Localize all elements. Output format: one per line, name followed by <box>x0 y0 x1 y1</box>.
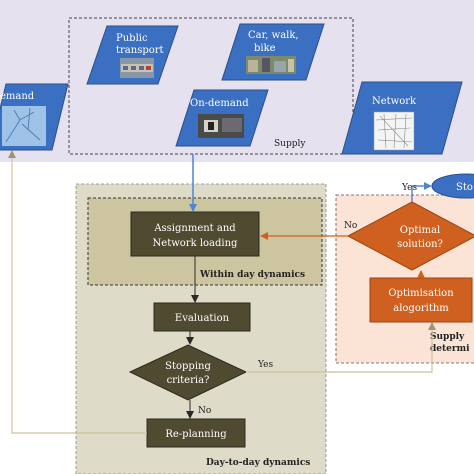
car-walk-bike-shape: Car, walk, bike <box>221 23 325 81</box>
evaluation-label: Evaluation <box>175 313 230 324</box>
public-transport-label-line2: transport <box>116 45 164 56</box>
car-walk-bike-label-line1: Car, walk, <box>248 30 299 41</box>
optimal-no-label: No <box>344 221 357 231</box>
optimal-yes-to-stop-arrow <box>411 182 432 202</box>
on-demand-photo-icon <box>198 114 244 138</box>
bus-photo-icon <box>120 58 154 78</box>
car-walk-bike-label-line2: bike <box>254 43 276 54</box>
replanning-label: Re-planning <box>165 429 227 440</box>
day-to-day-label: Day-to-day dynamics <box>206 458 310 468</box>
stopping-label-line2: criteria? <box>167 375 210 386</box>
stop-oval: Sto <box>431 173 474 199</box>
demand-label: emand <box>0 91 35 102</box>
optimal-label-line2: solution? <box>397 239 443 250</box>
stopping-label-line1: Stopping <box>165 361 211 372</box>
replanning-box: Re-planning <box>146 418 246 448</box>
assignment-box: Assignment and Network loading <box>130 211 260 257</box>
stopping-yes-label: Yes <box>257 360 273 370</box>
demand-shape: emand <box>0 83 69 151</box>
supply-dashed-box <box>68 17 354 155</box>
assignment-label-line1: Assignment and <box>153 223 236 234</box>
optimal-label-line1: Optimal <box>400 225 440 236</box>
stop-label: Sto <box>456 182 473 193</box>
on-demand-label: On-demand <box>190 98 249 109</box>
optimal-solution-diamond: Optimal solution? <box>346 201 474 271</box>
optimal-yes-label: Yes <box>401 183 417 193</box>
optimisation-box: Optimisation alogorithm <box>369 277 473 323</box>
replanning-to-demand-arrow <box>8 150 147 434</box>
network-shape: Network <box>341 81 463 155</box>
within-day-label: Within day dynamics <box>199 270 305 280</box>
network-label: Network <box>372 96 417 107</box>
map-icon <box>373 111 415 151</box>
supply-determine-label-line1: Supply <box>430 332 465 342</box>
on-demand-shape: On-demand <box>175 89 269 147</box>
public-transport-shape: Public transport <box>86 25 179 85</box>
stopping-yes-to-optimisation-arrow <box>246 322 436 373</box>
optimisation-label-line2: alogorithm <box>393 303 449 314</box>
assignment-label-line2: Network loading <box>153 238 239 249</box>
evaluation-box: Evaluation <box>153 302 251 332</box>
public-transport-label-line1: Public <box>116 33 148 44</box>
street-photo-icon <box>246 56 296 74</box>
supply-determine-label-line2: determi <box>430 344 470 354</box>
supply-label: Supply <box>274 139 306 149</box>
optimisation-label-line1: Optimisation <box>388 288 454 299</box>
stopping-no-label: No <box>198 406 211 416</box>
